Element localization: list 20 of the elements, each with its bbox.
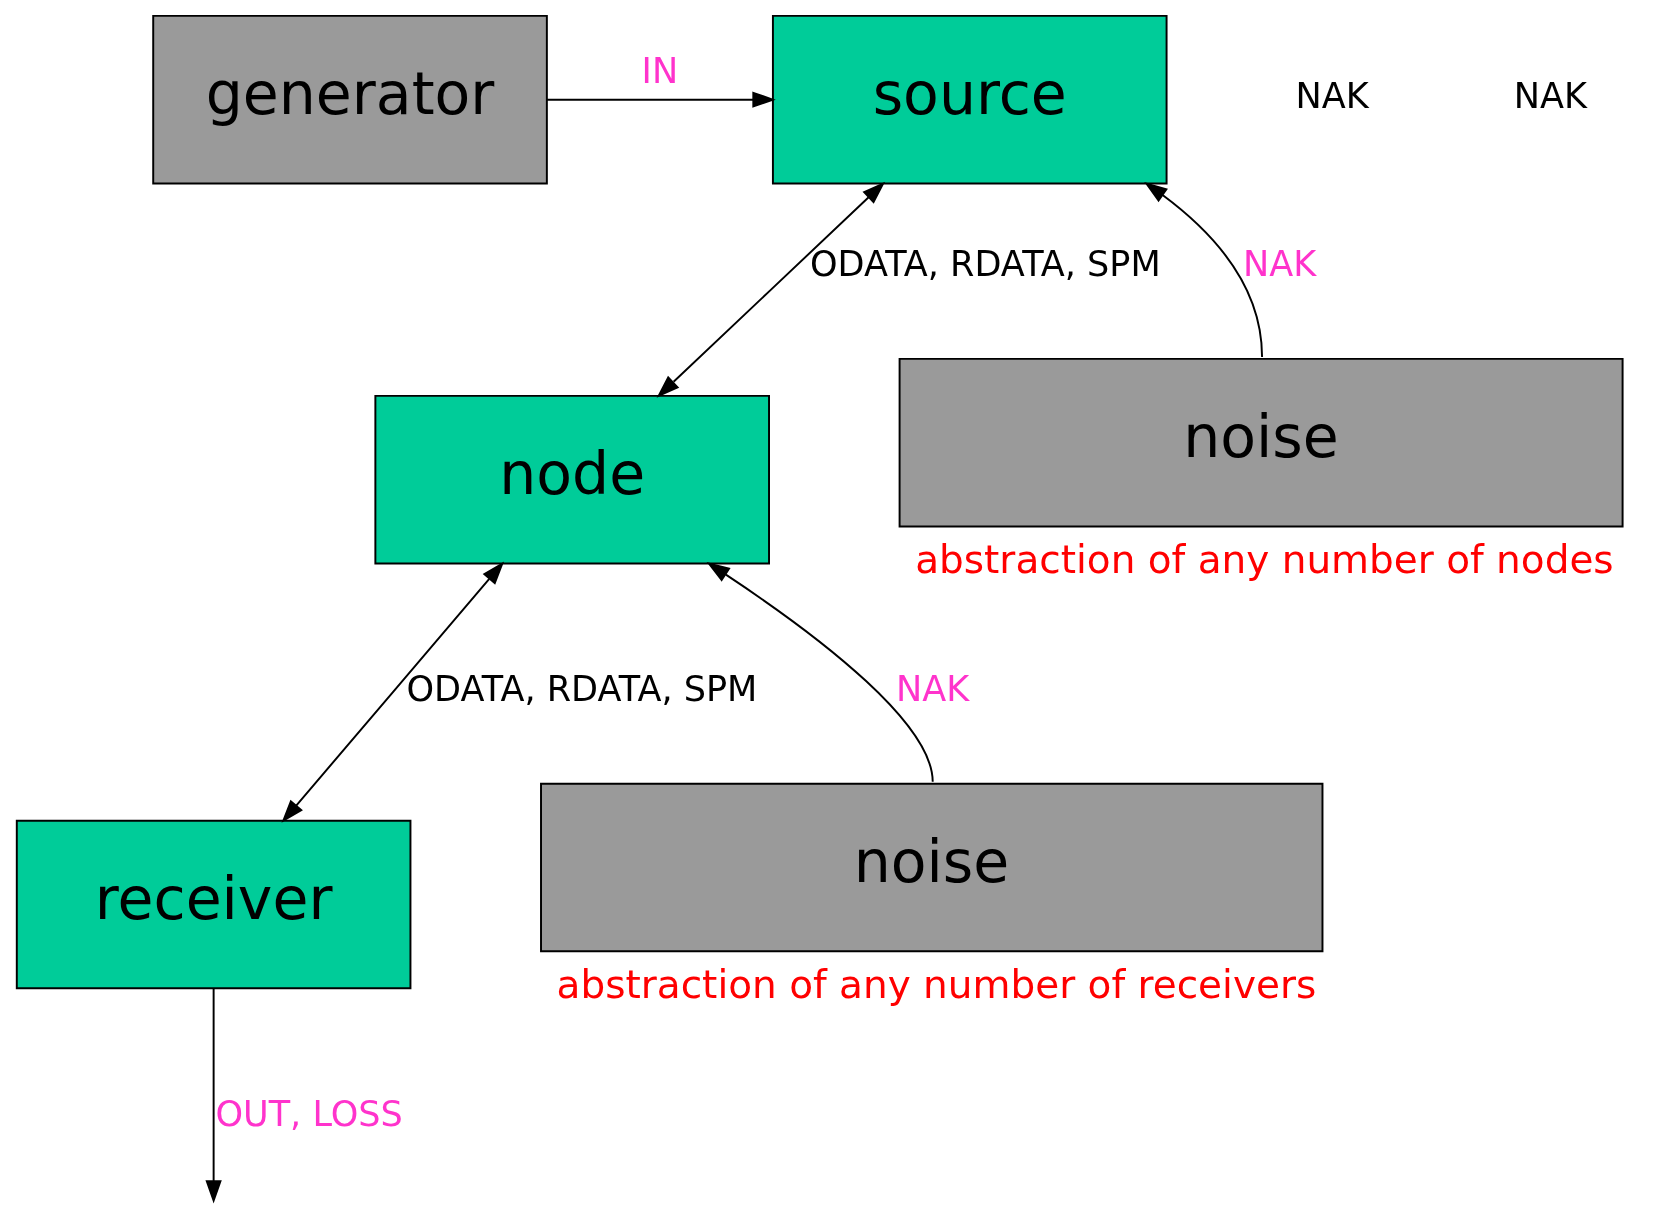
- edge-label: ODATA, RDATA, SPM: [406, 667, 757, 709]
- node-box: node: [373, 394, 770, 565]
- arrow: [204, 987, 222, 1204]
- label: NAK: [1513, 75, 1587, 117]
- arrow: [1143, 181, 1263, 358]
- node-label: abstraction of any number of receivers: [556, 962, 1316, 1008]
- arrow: [706, 562, 934, 783]
- node-box: receiver: [15, 819, 411, 990]
- edge-label: ODATA, RDATA, SPM: [809, 242, 1161, 284]
- node-box: generator: [151, 14, 548, 185]
- edge-label: OUT, LOSS: [214, 1092, 403, 1134]
- arrow: [656, 181, 885, 398]
- arrow: [545, 91, 776, 108]
- label: NAK: [1295, 75, 1369, 117]
- arrow: [281, 561, 504, 823]
- node-label: abstraction of any number of nodes: [914, 537, 1614, 583]
- node-box: source: [771, 14, 1168, 185]
- edge-label: NAK: [895, 667, 969, 709]
- edge-label: IN: [641, 49, 678, 91]
- edge-label: NAK: [1242, 242, 1316, 284]
